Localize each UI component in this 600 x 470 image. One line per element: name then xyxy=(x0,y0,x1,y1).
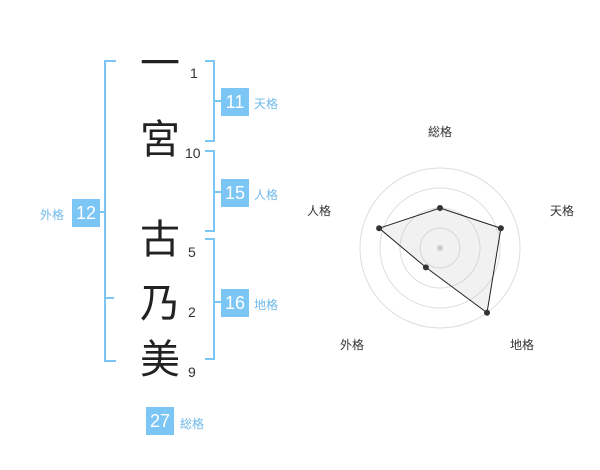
name-char-5: 美 xyxy=(140,337,180,383)
stroke-count-3: 5 xyxy=(188,244,196,260)
soukaku-value: 27 xyxy=(146,407,174,435)
name-char-3: 古 xyxy=(140,217,180,263)
stroke-count-5: 9 xyxy=(188,364,196,380)
chikaku-label: 地格 xyxy=(254,298,279,312)
name-char-2: 宮 xyxy=(140,117,180,163)
radar-ring xyxy=(359,167,521,329)
name-char-1: 一 xyxy=(140,41,180,87)
tenkaku-connector xyxy=(213,100,221,102)
radar-point-3 xyxy=(484,309,491,316)
soukaku-label: 総格 xyxy=(180,417,205,431)
radar-series-polygon xyxy=(378,207,502,314)
radar-label-tenkaku: 天格 xyxy=(550,204,575,218)
radar-ring xyxy=(379,187,501,309)
tenkaku-label: 天格 xyxy=(254,97,279,111)
gaikaku-label: 外格 xyxy=(40,208,65,222)
gaikaku-connector xyxy=(100,211,104,213)
radar-point-1 xyxy=(437,205,443,211)
stroke-count-4: 2 xyxy=(188,304,196,320)
chikaku-bracket xyxy=(205,238,215,360)
stroke-count-1: 1 xyxy=(190,65,198,81)
radar-label-soukaku: 総格 xyxy=(428,125,453,139)
stroke-count-2: 10 xyxy=(185,145,201,161)
jinkaku-label: 人格 xyxy=(254,188,279,202)
jinkaku-value: 15 xyxy=(221,179,249,207)
radar-point-5 xyxy=(376,225,383,232)
tenkaku-value: 11 xyxy=(221,88,249,116)
gaikaku-value: 12 xyxy=(72,199,100,227)
radar-label-jinkaku: 人格 xyxy=(307,204,332,218)
radar-center xyxy=(437,245,443,251)
radar-label-chikaku: 地格 xyxy=(510,338,535,352)
chikaku-connector xyxy=(213,301,221,303)
jinkaku-connector xyxy=(213,191,221,193)
name-char-4: 乃 xyxy=(140,281,180,327)
gaikaku-bracket-divider xyxy=(104,297,114,299)
radar-point-2 xyxy=(497,225,504,232)
gaikaku-bracket xyxy=(104,60,116,362)
radar-label-gaikaku: 外格 xyxy=(340,338,365,352)
radar-ring xyxy=(419,227,461,269)
radar-point-4 xyxy=(422,264,429,271)
chikaku-value: 16 xyxy=(221,289,249,317)
